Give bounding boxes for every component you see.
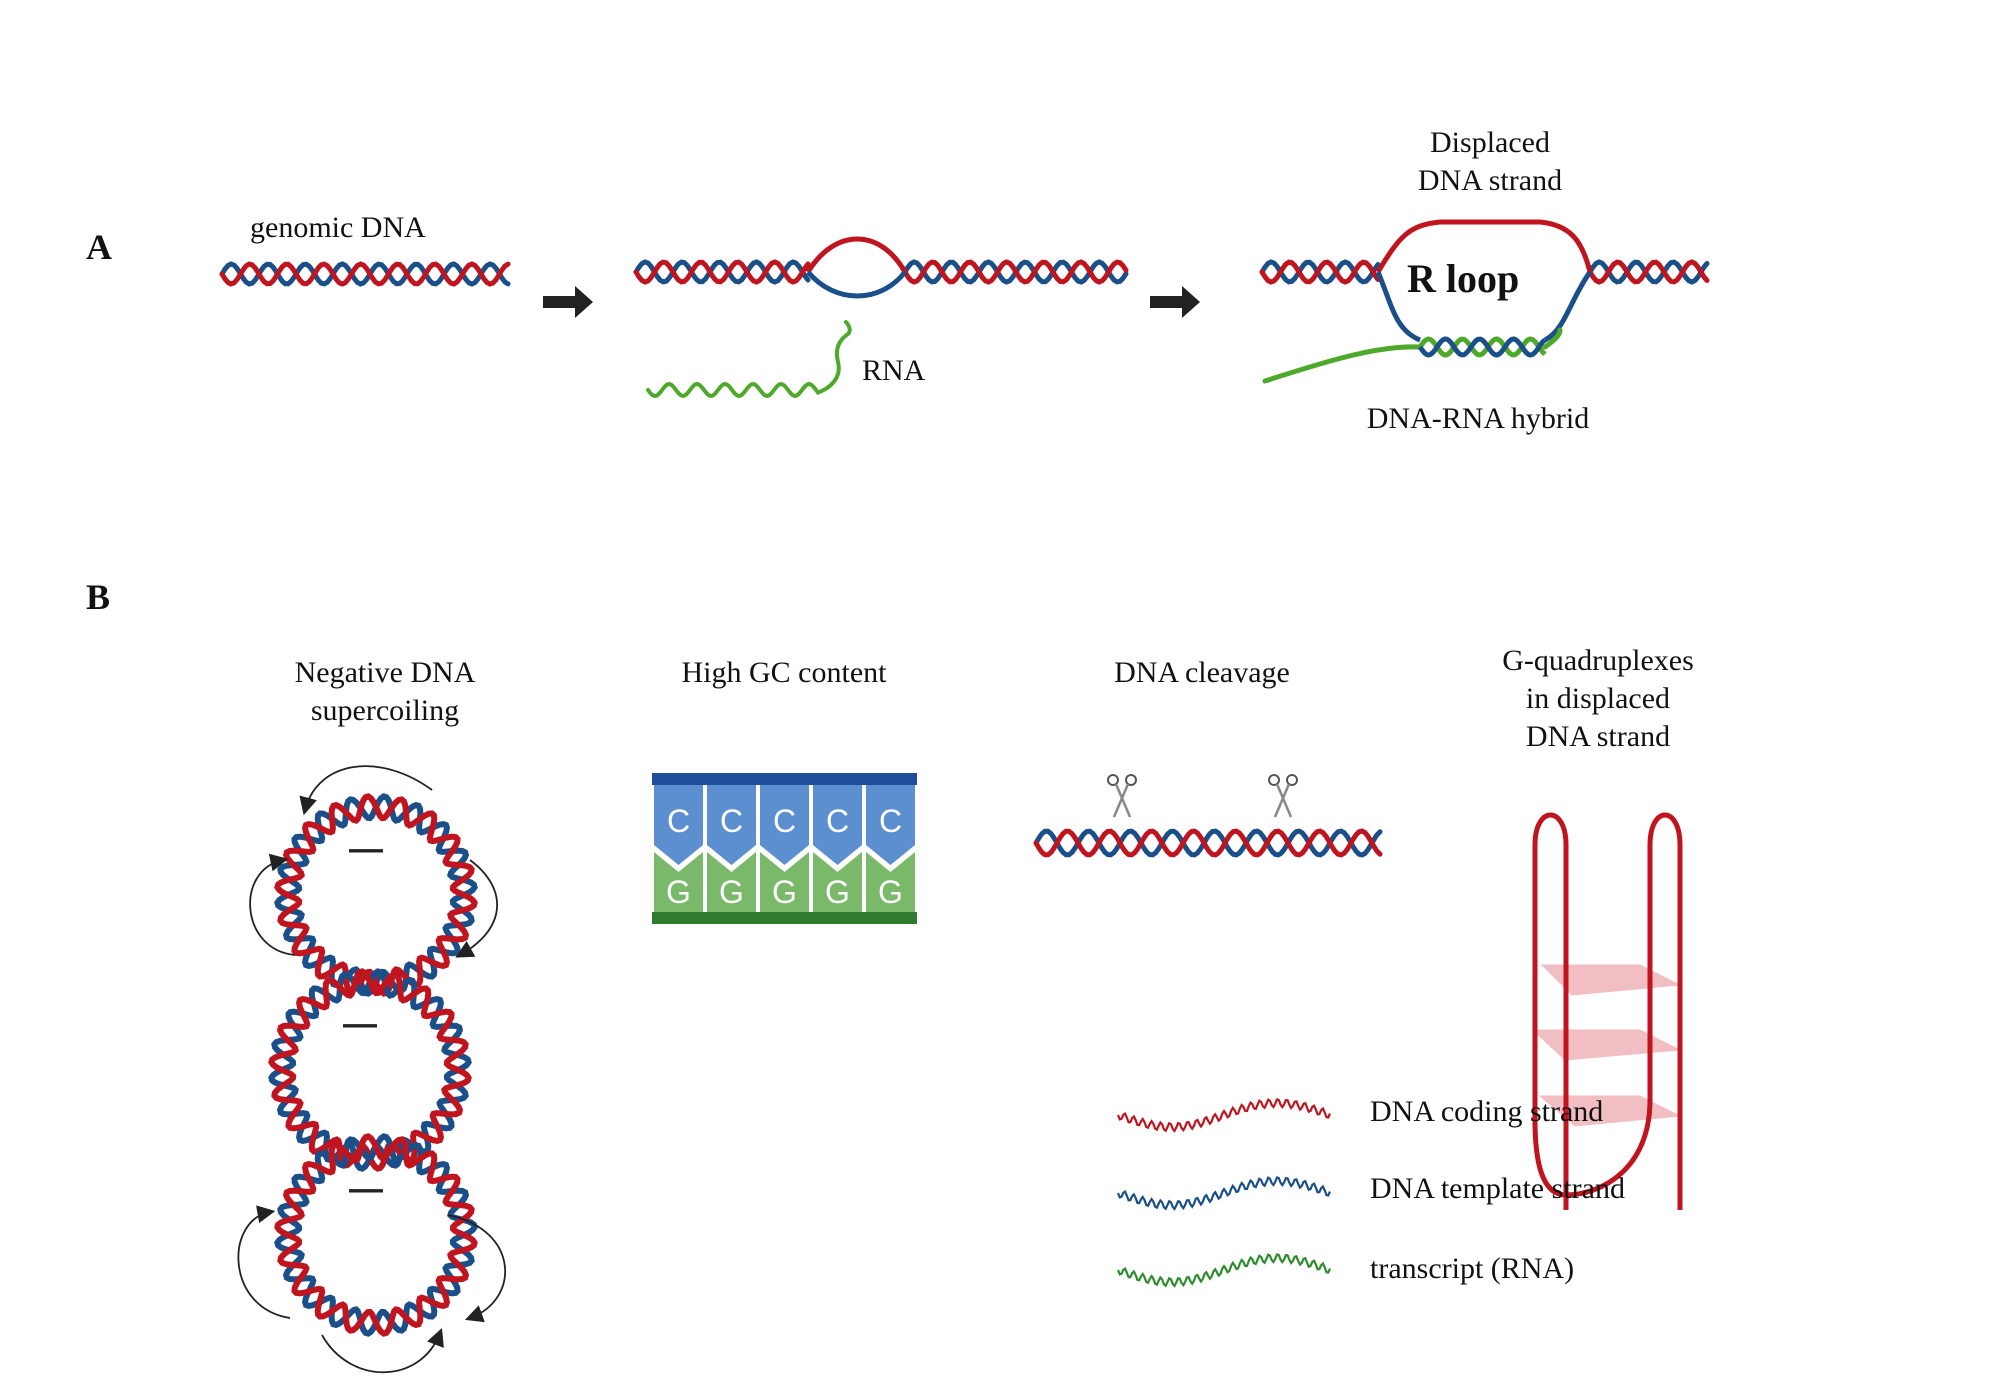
dna-bubble-helix xyxy=(633,236,1129,299)
guanine-letter: G xyxy=(772,874,797,910)
g-tetrad-plane-2 xyxy=(1531,1029,1682,1061)
scissors-icon-1 xyxy=(1107,774,1137,818)
rna-end xyxy=(1542,327,1563,350)
scissors-icons xyxy=(1107,774,1298,818)
guanine-letter: G xyxy=(825,874,850,910)
rotation-arrow-4 xyxy=(447,1214,506,1323)
g-quadruplex-structure xyxy=(1531,812,1683,1210)
rna-in-hybrid xyxy=(1417,336,1547,358)
template-strand xyxy=(219,261,511,287)
coding-strand xyxy=(633,259,811,285)
guanine-letter: G xyxy=(878,874,903,910)
template-strand-up xyxy=(1543,270,1593,343)
legend-waves xyxy=(1116,1098,1331,1288)
coding-strand xyxy=(274,1133,478,1337)
blue-wave-icon xyxy=(1116,1176,1331,1211)
cytosine-block xyxy=(866,785,915,865)
arrow-2-icon xyxy=(1150,286,1200,318)
coding-strand xyxy=(274,793,478,997)
supercoil-loop-3: — xyxy=(274,1133,478,1337)
r-loop-label: R loop xyxy=(1407,256,1520,301)
guanine-block xyxy=(760,852,809,912)
bubble-coding-strand xyxy=(805,236,908,274)
rotation-arrow-3 xyxy=(249,853,296,956)
guanine-block xyxy=(654,852,703,912)
minus-sign: — xyxy=(349,1170,383,1208)
guanine-letter: G xyxy=(719,874,744,910)
cytosine-letter: C xyxy=(773,803,796,839)
g-tetrad-plane-1 xyxy=(1540,964,1682,996)
guanine-letter: G xyxy=(666,874,691,910)
rotation-arrows xyxy=(237,765,506,1374)
cytosine-block xyxy=(760,785,809,865)
legend-coding-label: DNA coding strand xyxy=(1370,1095,1604,1128)
coding-strand xyxy=(902,259,1129,285)
rotation-arrow-6 xyxy=(321,1327,444,1374)
bubble-template-strand xyxy=(806,270,907,299)
gc-content-title: High GC content xyxy=(681,656,887,689)
minus-sign: — xyxy=(343,1005,377,1043)
guanine-block xyxy=(707,852,756,912)
legend-template-label: DNA template strand xyxy=(1370,1172,1625,1205)
cytosine-letter: C xyxy=(720,803,743,839)
minus-sign: — xyxy=(349,830,383,868)
backbone-bottom xyxy=(652,912,917,924)
strand-left xyxy=(1532,812,1569,1210)
dna-rna-hybrid-label: DNA-RNA hybrid xyxy=(1366,402,1590,435)
r-loop-structure xyxy=(1259,219,1710,384)
template-in-hybrid xyxy=(1417,336,1547,358)
template-strand xyxy=(633,259,811,285)
supercoiling-line-1: Negative DNA xyxy=(294,656,476,689)
gq-line-2: in displaced xyxy=(1525,682,1671,715)
supercoiling-title: Negative DNA supercoiling xyxy=(295,654,476,730)
rotation-arrow-2 xyxy=(455,859,498,958)
coding-strand xyxy=(1587,259,1710,285)
coding-strand xyxy=(1259,259,1381,285)
cytosine-block xyxy=(707,785,756,865)
strand-bottom-loop xyxy=(1532,1000,1653,1198)
cytosine-block xyxy=(813,785,862,865)
guanine-block xyxy=(813,852,862,912)
supercoil-loop-1: — xyxy=(274,793,478,997)
panel-label-b: B xyxy=(86,577,111,617)
coding-strand xyxy=(1033,828,1383,858)
cytosine-block xyxy=(654,785,703,865)
rna-label: RNA xyxy=(862,354,926,387)
cytosine-letter: C xyxy=(826,803,849,839)
guanine-block xyxy=(866,852,915,912)
dna-rna-hybrid-helix xyxy=(1262,327,1563,384)
genomic-dna-label: genomic DNA xyxy=(250,211,426,244)
rna-tail xyxy=(1262,344,1423,384)
g-quadruplex-title: G-quadruplexes in displaced DNA strand xyxy=(1502,642,1694,756)
arrow-1-icon xyxy=(543,286,593,318)
displaced-line-1: Displaced xyxy=(1430,126,1550,159)
backbone-top xyxy=(652,773,917,785)
panel-label-a: A xyxy=(86,227,112,267)
coding-strand xyxy=(219,261,511,287)
template-strand-down xyxy=(1375,271,1422,343)
legend-rna-label: transcript (RNA) xyxy=(1370,1252,1575,1285)
gq-line-3: DNA strand xyxy=(1525,720,1671,753)
supercoiling-line-2: supercoiling xyxy=(310,694,460,727)
displaced-strand-label: Displaced DNA strand xyxy=(1418,124,1562,200)
rotation-arrow-5 xyxy=(237,1205,291,1319)
cleaved-dna-helix xyxy=(1033,828,1383,858)
strand-right xyxy=(1647,812,1683,1210)
rna-strand xyxy=(646,320,852,399)
supercoiled-dna-loops: — — — xyxy=(268,793,478,1337)
scissors-icon-2 xyxy=(1268,774,1298,818)
gq-line-1: G-quadruplexes xyxy=(1502,644,1694,677)
displaced-line-2: DNA strand xyxy=(1417,164,1563,197)
cytosine-letter: C xyxy=(667,803,690,839)
rotation-arrow-1 xyxy=(299,765,433,816)
red-wave-icon xyxy=(1116,1098,1331,1133)
template-strand xyxy=(1033,828,1383,858)
green-wave-icon xyxy=(1116,1253,1331,1288)
genomic-dna-helix xyxy=(219,261,511,287)
cleavage-title: DNA cleavage xyxy=(1114,656,1290,689)
cytosine-letter: C xyxy=(879,803,902,839)
displaced-coding-strand xyxy=(1375,219,1593,274)
